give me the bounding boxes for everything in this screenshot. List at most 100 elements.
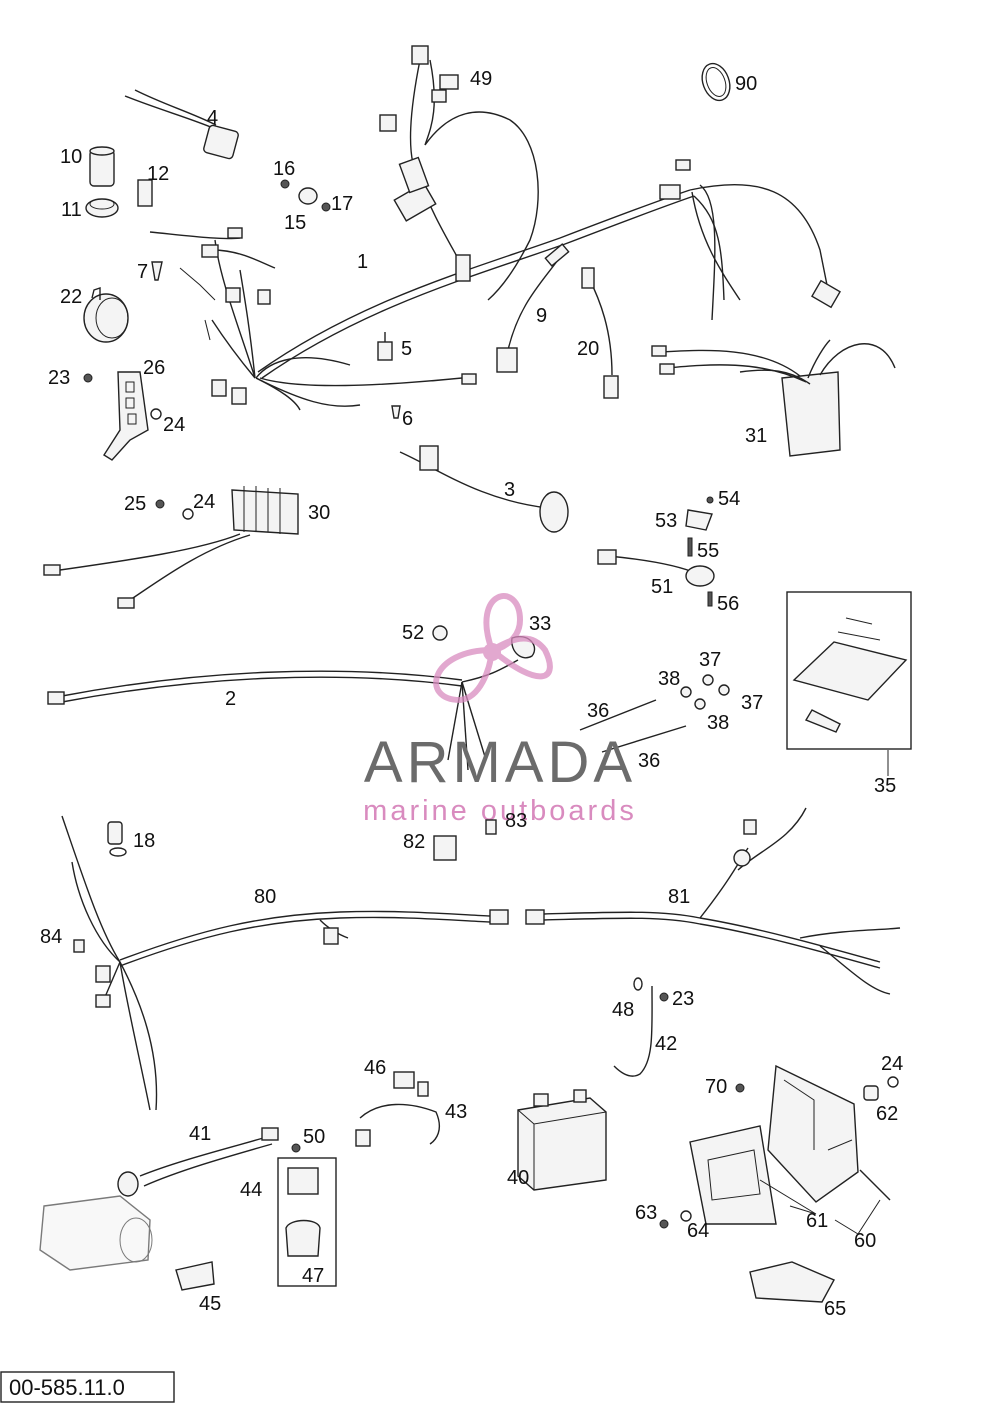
label-36: 36 <box>587 700 609 722</box>
brand-watermark: ARMADA marine outboards <box>363 593 637 827</box>
label-55: 55 <box>697 540 719 562</box>
part-46-clip <box>393 1071 415 1089</box>
label-62: 62 <box>876 1103 898 1125</box>
part-80-harness <box>61 815 509 1111</box>
part-23-bolt <box>659 992 669 1002</box>
label-3: 3 <box>504 479 515 501</box>
part-24-grommet <box>150 408 162 420</box>
label-23: 23 <box>48 367 70 389</box>
part-9-sensor-cable <box>496 243 570 373</box>
label-52: 52 <box>402 622 424 644</box>
part-40-battery <box>517 1089 607 1191</box>
label-41: 41 <box>189 1123 211 1145</box>
drawing-code-box: 00-585.11.0 <box>0 1371 175 1403</box>
part-3-relay-lead <box>399 445 569 533</box>
label-24: 24 <box>163 414 185 436</box>
part-53-clip <box>685 509 713 531</box>
label-1: 1 <box>357 251 368 273</box>
label-48: 48 <box>612 999 634 1021</box>
label-33: 33 <box>529 613 551 635</box>
part-18-bolt <box>107 821 127 857</box>
label-49: 49 <box>470 68 492 90</box>
part-50-nut <box>291 1143 301 1153</box>
label-83: 83 <box>505 810 527 832</box>
label-24c: 24 <box>881 1053 903 1075</box>
label-47: 47 <box>302 1265 324 1287</box>
label-11: 11 <box>61 199 82 221</box>
part-36-cables <box>579 699 687 753</box>
part-22-horn <box>83 287 129 343</box>
part-43-cable <box>355 1081 440 1147</box>
label-23b: 23 <box>672 988 694 1010</box>
label-84: 84 <box>40 926 62 948</box>
label-44: 44 <box>240 1179 262 1201</box>
part-64-washer <box>680 1210 692 1222</box>
label-45: 45 <box>199 1293 221 1315</box>
label-17: 17 <box>331 193 353 215</box>
part-44-relay-box <box>277 1157 337 1287</box>
part-31-cdi-unit <box>651 339 896 457</box>
brand-tagline: marine outboards <box>363 795 637 827</box>
part-6-bulb <box>391 405 401 419</box>
label-51: 51 <box>651 576 673 598</box>
label-26: 26 <box>143 357 165 379</box>
part-54-nut <box>706 496 714 504</box>
label-40: 40 <box>507 1167 529 1189</box>
part-63-screw <box>659 1219 669 1229</box>
part-49-connector-harness <box>379 45 539 301</box>
label-22: 22 <box>60 286 82 308</box>
propeller-logo-icon <box>433 593 553 704</box>
part-23-screw <box>83 373 93 383</box>
label-82: 82 <box>403 831 425 853</box>
label-30: 30 <box>308 502 330 524</box>
label-31: 31 <box>745 425 767 447</box>
label-38b: 38 <box>707 712 729 734</box>
label-50: 50 <box>303 1126 325 1148</box>
part-51-sensor <box>597 549 715 587</box>
label-37b: 37 <box>741 692 763 714</box>
label-18: 18 <box>133 830 155 852</box>
label-35: 35 <box>874 775 896 797</box>
label-63: 63 <box>635 1202 657 1224</box>
part-48-washer <box>633 977 643 991</box>
label-24b: 24 <box>193 491 215 513</box>
label-42: 42 <box>655 1033 677 1055</box>
label-37: 37 <box>699 649 721 671</box>
part-7-plug <box>151 261 163 281</box>
label-43: 43 <box>445 1101 467 1123</box>
part-90-cable-tie <box>701 62 731 102</box>
part-30-regulator <box>43 486 299 609</box>
part-24-grommet <box>887 1076 899 1088</box>
part-55-screw <box>687 537 693 557</box>
part-38-sockets <box>680 686 706 710</box>
part-82-relay <box>433 835 457 861</box>
part-24-washer <box>182 508 194 520</box>
label-12: 12 <box>147 163 169 185</box>
part-11-holder <box>85 198 119 218</box>
label-54: 54 <box>718 488 740 510</box>
part-41-starter-cable <box>117 1127 279 1197</box>
label-16: 16 <box>273 158 295 180</box>
label-53: 53 <box>655 510 677 532</box>
part-37-bulbs <box>702 674 730 696</box>
part-20-sensor <box>581 267 619 399</box>
label-61: 61 <box>806 1210 828 1232</box>
part-61-holder <box>689 1125 777 1225</box>
label-6: 6 <box>402 408 413 430</box>
label-81: 81 <box>668 886 690 908</box>
part-10-capacitor <box>89 146 115 187</box>
part-4-switch <box>124 89 239 160</box>
label-2: 2 <box>225 688 236 710</box>
label-25: 25 <box>124 493 146 515</box>
part-62-damper <box>863 1085 879 1101</box>
part-42-cable <box>613 985 653 1077</box>
label-56: 56 <box>717 593 739 615</box>
label-10: 10 <box>60 146 82 168</box>
part-2-harness <box>47 659 519 771</box>
part-25-screw <box>155 499 165 509</box>
label-15: 15 <box>284 212 306 234</box>
label-20: 20 <box>577 338 599 360</box>
part-labels: 90 49 4 10 12 11 16 17 15 1 7 22 9 20 5 … <box>40 68 903 1320</box>
brand-name: ARMADA <box>364 730 636 795</box>
part-56-screw <box>707 591 713 607</box>
